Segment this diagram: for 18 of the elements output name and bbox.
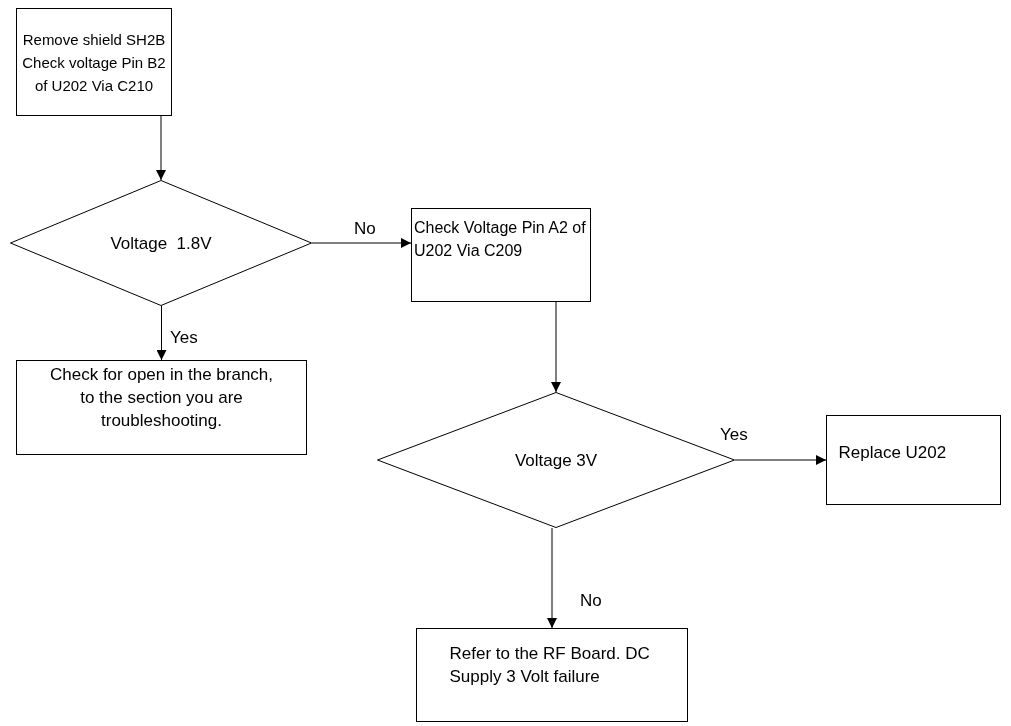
- arrow: [547, 527, 557, 629]
- step-text: Remove shield SH2B Check voltage Pin B2 of U202 Via C210: [21, 29, 167, 96]
- arrow: [551, 301, 561, 393]
- decision-text: Voltage 3V: [513, 449, 599, 472]
- process-box: [16, 360, 307, 455]
- process-box: [826, 415, 1001, 505]
- step-text: Replace U202: [838, 441, 948, 464]
- step-text: Refer to the RF Board. DC Supply 3 Volt failure: [449, 643, 651, 688]
- arrow: [311, 238, 412, 248]
- arrow: [156, 115, 166, 181]
- process-box: [16, 8, 172, 116]
- process-box: [411, 208, 591, 302]
- step-text: Check Voltage Pin A2 of U202 Via C209: [414, 218, 587, 261]
- process-box: [416, 628, 688, 722]
- decision-text: Voltage 1.8V: [109, 232, 213, 255]
- arrow: [156, 305, 167, 361]
- arrow: [734, 455, 827, 465]
- step-text: Check for open in the branch, to the section you are troubleshooting.: [49, 364, 274, 432]
